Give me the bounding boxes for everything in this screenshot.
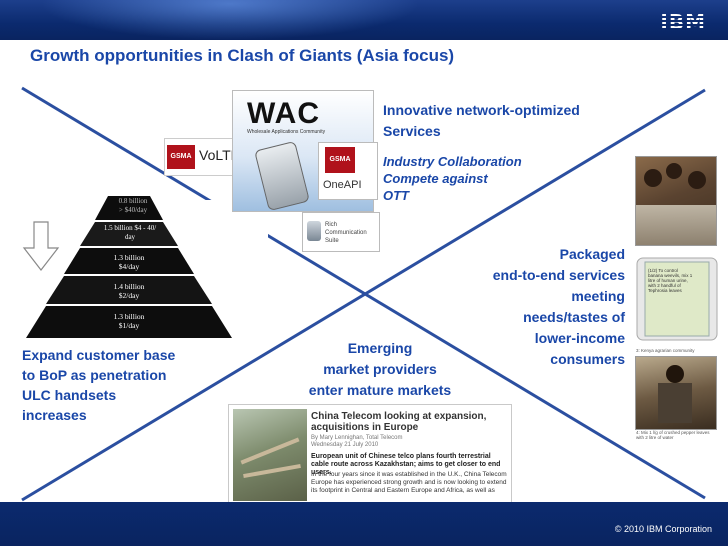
pyramid-tier-4 [46, 276, 212, 304]
pyramid-tier-1 [95, 196, 163, 220]
header-glow [40, 0, 420, 40]
rcs-logo: Rich Communication Suite [302, 212, 380, 252]
great-wall-photo [233, 409, 307, 501]
rcs-phone-icon [307, 221, 321, 241]
cross-line-diagonal-down [21, 86, 706, 500]
services-subtext: Industry Collaboration Compete against O… [383, 154, 522, 203]
pyramid-label-2: 1.5 billion $4 - 40/day [103, 224, 157, 241]
copyright-text: © 2010 IBM Corporation [614, 524, 712, 534]
community-photo [635, 156, 717, 246]
services-heading: Innovative network-optimized Services [383, 102, 580, 139]
news-body: In the four years since it was establish… [311, 471, 507, 494]
farmer-photo [635, 356, 717, 430]
footer-bar: © 2010 IBM Corporation [0, 502, 728, 546]
down-arrow-icon [22, 221, 60, 271]
gsma-oneapi-logo: GSMA OneAPI [318, 142, 378, 200]
header-bar: IBM [0, 0, 728, 40]
person-head-3 [688, 171, 706, 189]
news-subhead: European unit of Chinese telco plans fou… [311, 453, 501, 476]
packaged-services-text: Packaged end-to-end services meeting nee… [492, 246, 625, 367]
slide-title: Growth opportunities in Clash of Giants … [30, 46, 455, 65]
gsma-volte-logo: GSMA VoLTE [164, 138, 240, 176]
pyramid-label-5: 1.3 billion$1/day [113, 312, 145, 330]
emerging-market-text: Emerging market providers enter mature m… [308, 340, 452, 398]
phone-screen [644, 261, 710, 337]
farmer-head [666, 365, 684, 383]
cross-line-diagonal-up [21, 88, 706, 502]
pyramid-tier-5 [26, 306, 232, 338]
phone-icon [254, 140, 310, 212]
person-head-2 [666, 163, 682, 179]
pyramid-tier-2 [80, 222, 178, 246]
pyramid-label-1: 0.8 billion> $40/day [118, 197, 148, 214]
pyramid-label-3: 1.3 billion$4/day [113, 253, 145, 271]
pyramid-label-4: 1.4 billion$2/day [113, 282, 145, 300]
news-meta: By Mary Lennighan, Total Telecom Wednesd… [311, 435, 403, 448]
pyramid-tier-3 [64, 248, 194, 274]
news-headline: China Telecom looking at expansion, acqu… [311, 411, 487, 433]
expand-customer-text: Expand customer base to BoP as penetrati… [22, 347, 176, 423]
sms-text: (1/2) To control banana weevils, mix 1 l… [648, 268, 693, 293]
person-head-1 [644, 169, 662, 187]
caption-community: 3: Kenya agrarian community [636, 348, 695, 353]
caption-farmer: 4: Mix 1 l/g of crushed pepper leaves wi… [636, 430, 710, 440]
ibm-logo: IBM [660, 10, 706, 34]
news-clipping: China Telecom looking at expansion, acqu… [228, 404, 512, 506]
